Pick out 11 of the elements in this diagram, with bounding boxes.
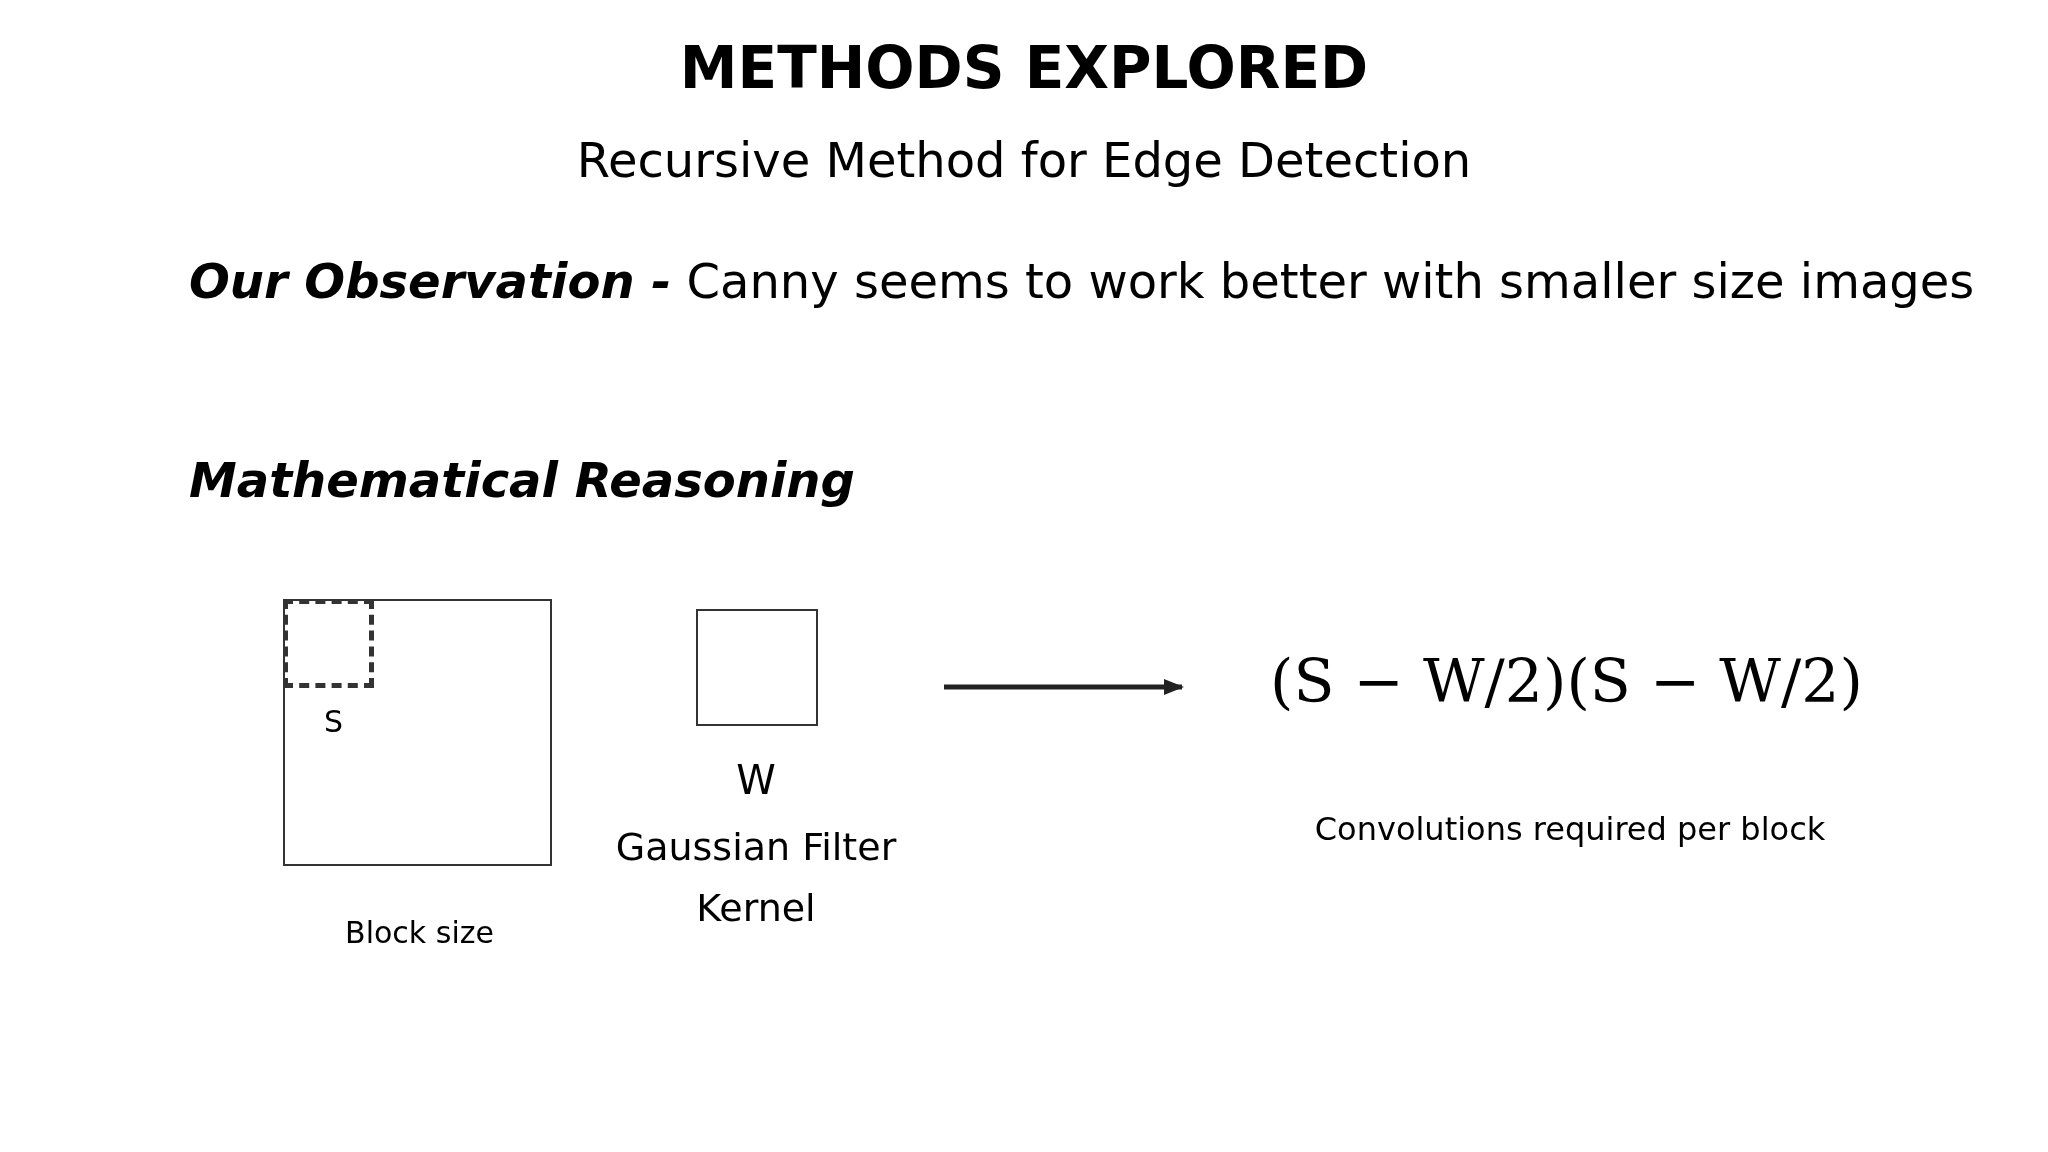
observation-text: Our Observation - Canny seems to work better with smaller size images [189, 253, 1975, 309]
section-heading: Mathematical Reasoning [189, 452, 855, 508]
kernel-caption: Gaussian Filter Kernel [614, 824, 898, 932]
formula-caption: Convolutions required per block [1313, 810, 1827, 848]
w-label: W [735, 757, 777, 803]
convolution-formula: (S − W/2)(S − W/2) [1270, 646, 1863, 716]
arrow [944, 679, 1184, 695]
subtitle: Recursive Method for Edge Detection [575, 132, 1473, 188]
slide-title: METHODS EXPLORED [678, 34, 1370, 102]
block-size-caption: Block size [344, 915, 495, 950]
s-label: S [322, 704, 344, 739]
